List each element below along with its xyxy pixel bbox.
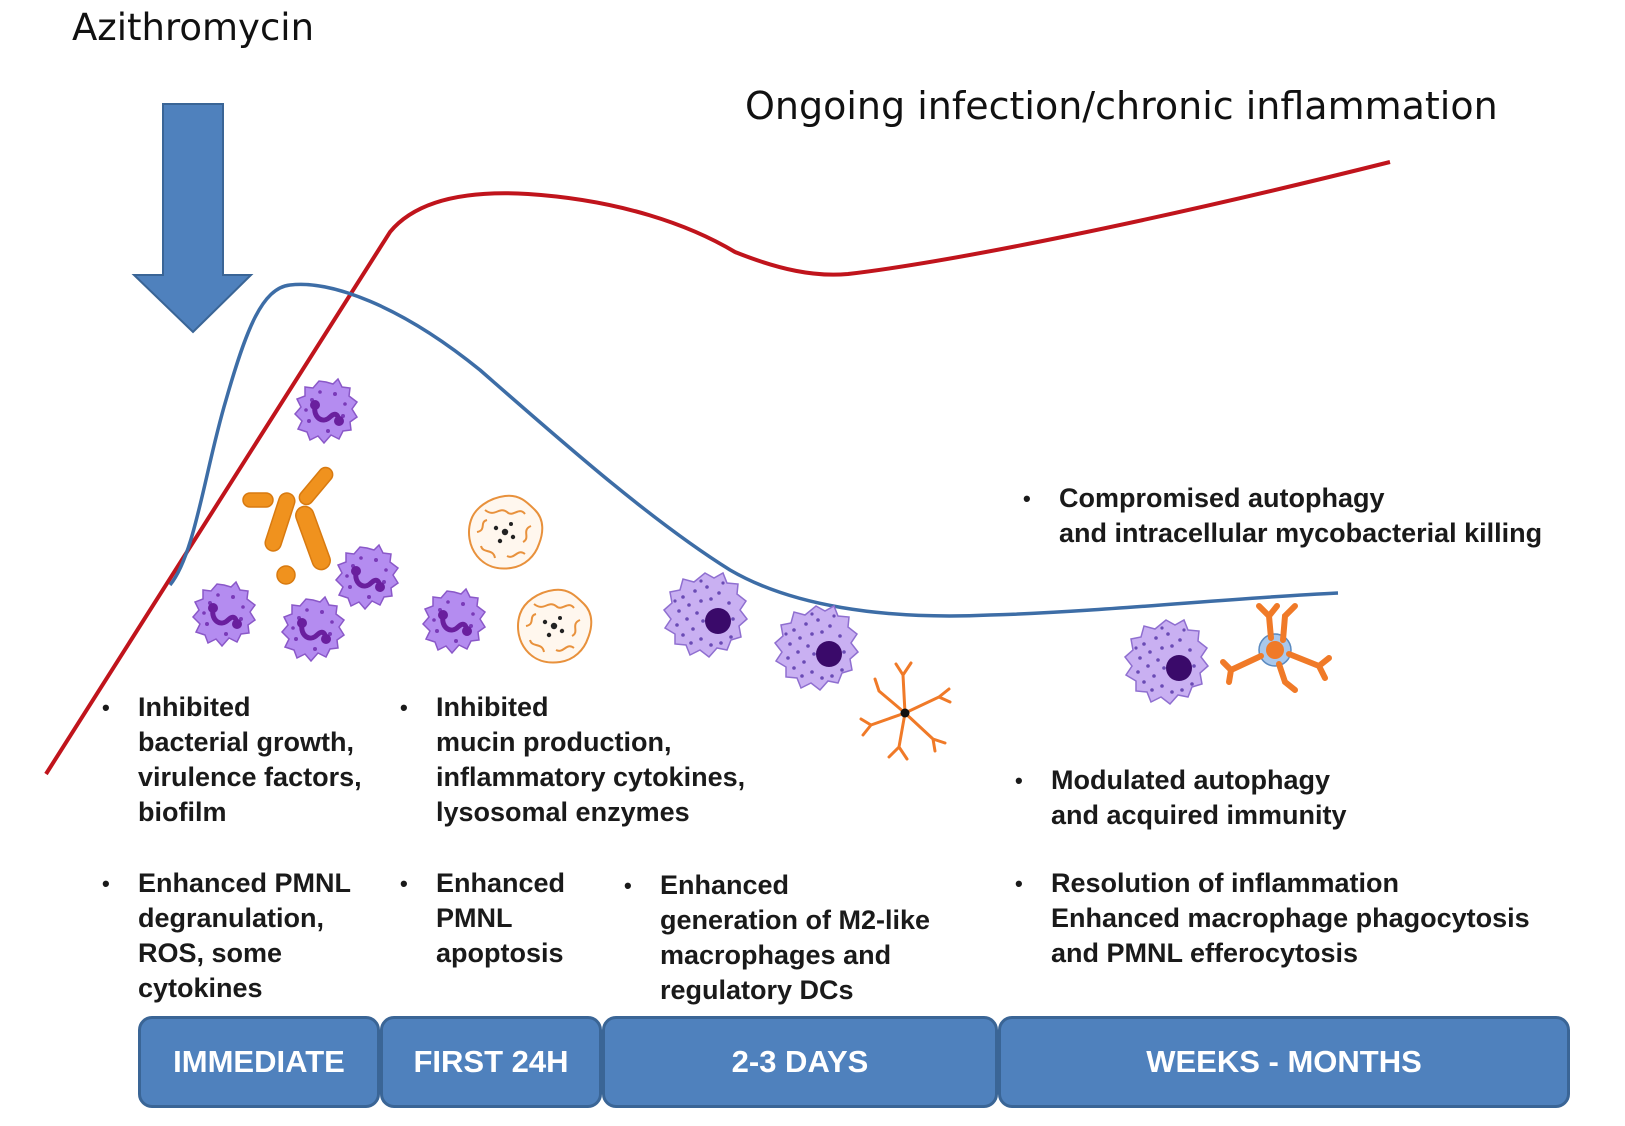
rod-bacteria-icon [242,466,334,585]
neutrophil-cell-icon [423,589,485,653]
effect-first24h-inhibition: • Inhibited mucin production, inflammato… [400,692,746,827]
phase-first-24h: FIRST 24H [380,1016,602,1108]
chronic-inflammation-curve [44,160,1391,776]
phase-immediate: IMMEDIATE [138,1016,380,1108]
neutrophil-cell-icon [193,582,255,646]
phase-weeks-months: WEEKS - MONTHS [998,1016,1570,1108]
phase-2-3-days: 2-3 DAYS [602,1016,998,1108]
effect-weeks-modulated-immunity: • Modulated autophagy and acquired immun… [1015,765,1347,830]
resolving-inflammation-curve [168,282,1339,618]
macrophage-cell-icon [1124,619,1209,705]
neutrophil-cell-icon [295,379,357,443]
effect-weeks-compromised-autophagy: • Compromised autophagy and intracellula… [1023,483,1543,548]
dendritic-cell-icon [859,661,952,761]
goblet-cell-icon [517,588,593,664]
effect-immediate-inhibition: • Inhibited bacterial growth, virulence … [102,692,362,827]
chronic-inflammation-label: Ongoing infection/chronic inflammation [745,84,1498,128]
goblet-cell-icon [468,494,544,570]
neutrophil-cell-icon [336,545,398,609]
effect-days-m2-generation: • Enhanced generation of M2-like macroph… [624,870,931,1005]
azithromycin-down-arrow-icon [131,103,254,334]
neutrophil-cell-icon [282,597,344,661]
dendritic-cell-icon [1223,606,1329,690]
effect-immediate-enhancement: • Enhanced PMNL degranulation, ROS, some… [102,868,352,1003]
macrophage-cell-icon [663,572,748,658]
azithromycin-label: Azithromycin [72,6,315,49]
macrophage-cell-icon [774,605,859,691]
effect-weeks-resolution: • Resolution of inflammation Enhanced ma… [1015,868,1530,968]
effect-first24h-apoptosis: • Enhanced PMNL apoptosis [400,868,566,968]
